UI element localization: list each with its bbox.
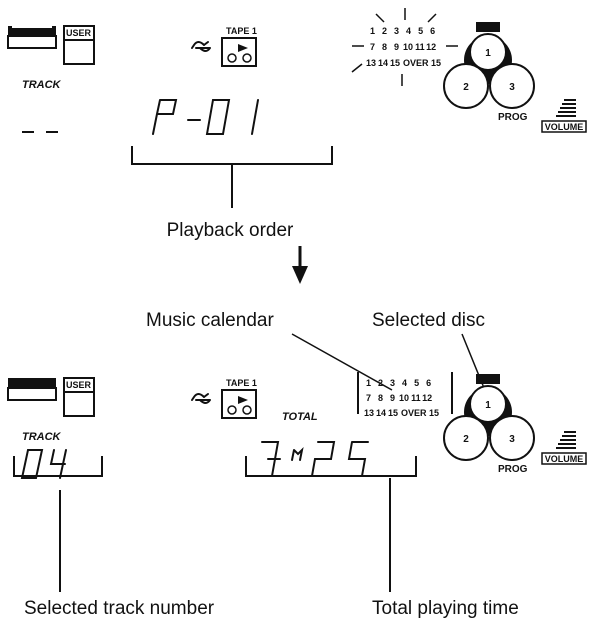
bottom-disc-selector: 1 2 3 PROG bbox=[443, 374, 535, 475]
top-volume-label: VOLUME bbox=[545, 122, 584, 132]
bottom-volume-label: VOLUME bbox=[545, 454, 584, 464]
top-disc-2: 2 bbox=[463, 82, 469, 93]
bottom-tape-indicator: TAPE 1 bbox=[191, 378, 257, 419]
top-cassette-icon bbox=[221, 37, 257, 67]
bottom-track-digits bbox=[20, 449, 67, 479]
down-arrow bbox=[292, 246, 308, 284]
bottom-track-label: TRACK bbox=[22, 431, 62, 443]
bottom-track-bracket bbox=[13, 456, 103, 477]
top-user-label: USER bbox=[66, 28, 92, 38]
bottom-panel: USER TRACK Selected track number TAPE 1 … bbox=[7, 372, 587, 619]
selected-track-number-label: Selected track number bbox=[24, 598, 215, 619]
music-calendar-leader bbox=[291, 333, 393, 391]
bottom-mode-boxes: USER bbox=[7, 377, 95, 417]
selected-disc-label: Selected disc bbox=[372, 310, 485, 331]
top-mode-boxes: USER bbox=[7, 25, 95, 65]
top-tape-label: TAPE 1 bbox=[226, 26, 257, 36]
bottom-volume-bars-icon bbox=[556, 431, 576, 449]
bottom-volume-indicator: VOLUME bbox=[541, 431, 587, 465]
top-disc-selector: 1 2 3 PROG bbox=[443, 22, 535, 123]
top-cal-rays bbox=[351, 8, 458, 86]
playback-order-label: Playback order bbox=[167, 220, 294, 241]
music-calendar-label: Music calendar bbox=[146, 310, 274, 331]
bottom-repeat-icon bbox=[191, 393, 211, 404]
top-track-label: TRACK bbox=[22, 79, 62, 91]
top-repeat-icon bbox=[191, 41, 211, 52]
total-playing-time-label: Total playing time bbox=[372, 598, 519, 619]
bottom-tape-label: TAPE 1 bbox=[226, 378, 257, 388]
bottom-display-bracket bbox=[245, 456, 417, 477]
top-prog-label: PROG bbox=[498, 112, 528, 123]
top-panel: USER TRACK TAPE 1 Playback order bbox=[7, 8, 587, 241]
bottom-disc-1: 1 bbox=[485, 400, 491, 411]
top-volume-bars-icon bbox=[556, 99, 576, 117]
top-volume-indicator: VOLUME bbox=[541, 99, 587, 133]
top-display-digits bbox=[152, 99, 259, 135]
bottom-cassette-icon bbox=[221, 389, 257, 419]
top-tape-indicator: TAPE 1 bbox=[191, 26, 257, 67]
bottom-total-label: TOTAL bbox=[282, 411, 318, 423]
bottom-user-label: USER bbox=[66, 380, 92, 390]
top-display-bracket bbox=[131, 146, 333, 165]
top-disc-3: 3 bbox=[509, 82, 515, 93]
bottom-disc-2: 2 bbox=[463, 434, 469, 445]
bottom-prog-label: PROG bbox=[498, 464, 528, 475]
bottom-display-digits bbox=[255, 441, 369, 477]
bottom-disc-3: 3 bbox=[509, 434, 515, 445]
top-disc-1: 1 bbox=[485, 48, 491, 59]
